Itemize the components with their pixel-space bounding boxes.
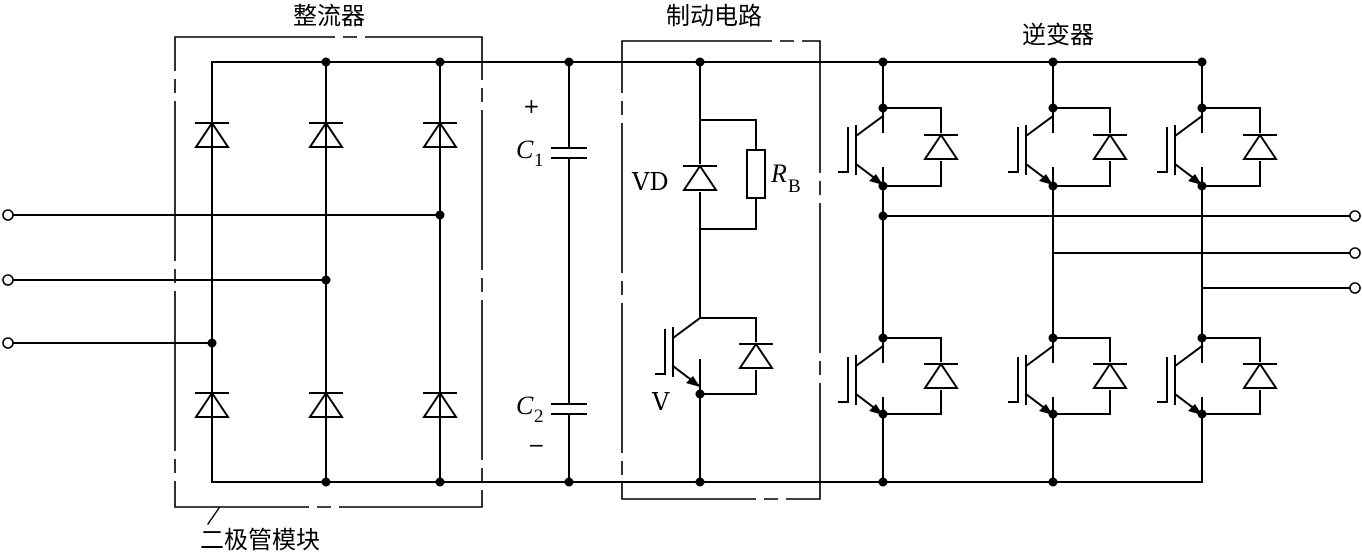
c2-subscript: 2	[534, 406, 544, 427]
junction-dot	[878, 477, 888, 487]
junction-dot	[1048, 477, 1058, 487]
junction-dot	[1048, 57, 1058, 67]
junction-dot	[1048, 333, 1058, 343]
output-terminal	[1349, 210, 1361, 222]
junction-dot	[878, 409, 888, 419]
igbt-icon	[1008, 115, 1054, 186]
igbt-icon	[838, 345, 884, 416]
junction-dot	[321, 57, 331, 67]
inverter-label: 逆变器	[1022, 21, 1094, 49]
junction-dot	[207, 338, 217, 348]
vd-label: VD	[631, 168, 669, 196]
junction-dot	[321, 275, 331, 285]
brake-circuit-block: 制动电路 VD R B V	[621, 2, 821, 500]
diode-mask	[1093, 133, 1127, 161]
junction-dot	[1197, 409, 1207, 419]
plus-sign: +	[523, 94, 540, 118]
igbt-icon	[1157, 345, 1203, 416]
brake-dashed-border	[621, 40, 821, 500]
junction-dot	[1197, 57, 1207, 67]
diode-mask	[924, 133, 958, 161]
junction-dot	[878, 103, 888, 113]
junction-dot	[321, 477, 331, 487]
capacitor-bank: + − C 1 C 2	[516, 57, 587, 487]
rectifier-label: 整流器	[293, 2, 365, 30]
resistor-rb	[746, 149, 766, 199]
junction-dot	[1197, 103, 1207, 113]
igbt-icon	[1008, 345, 1054, 416]
output-terminal	[1349, 282, 1361, 294]
junction-dot	[564, 477, 574, 487]
c2-label: C	[516, 391, 534, 420]
junction-dot	[435, 210, 445, 220]
junction-dot	[878, 181, 888, 191]
minus-sign: −	[528, 433, 545, 457]
junction-dot	[695, 477, 705, 487]
diode-mask	[924, 362, 958, 390]
junction-dot	[564, 57, 574, 67]
brake-circuit-label: 制动电路	[666, 2, 762, 30]
c1-label: C	[516, 135, 534, 164]
rectifier-block: 整流器 二极管模块	[2, 2, 1203, 552]
junction-dot	[878, 333, 888, 343]
input-terminal	[2, 337, 14, 349]
junction-dot	[1048, 409, 1058, 419]
output-terminal	[1349, 247, 1361, 259]
junction-dot	[1048, 103, 1058, 113]
junction-dot	[1048, 181, 1058, 191]
junction-dot	[1197, 181, 1207, 191]
rb-label: R	[770, 159, 787, 188]
input-terminal	[2, 209, 14, 221]
junction-dot	[695, 57, 705, 67]
v-label: V	[651, 388, 670, 416]
c1-subscript: 1	[534, 150, 544, 171]
junction-dot	[435, 477, 445, 487]
igbt-icon	[1157, 115, 1203, 186]
junction-dot	[695, 389, 705, 399]
input-terminal	[2, 274, 14, 286]
rb-subscript: B	[788, 176, 801, 197]
rectifier-dashed-border	[174, 36, 483, 508]
diode-mask	[1243, 133, 1277, 161]
diode-mask	[1093, 362, 1127, 390]
diode-module-label: 二极管模块	[200, 526, 320, 552]
module-leader-line	[207, 507, 220, 525]
junction-dot	[1197, 333, 1207, 343]
junction-dot	[878, 57, 888, 67]
junction-dot	[435, 57, 445, 67]
igbt-icon	[838, 115, 884, 186]
diode-mask	[1243, 362, 1277, 390]
inverter-block	[838, 57, 1277, 487]
transistor-icon	[655, 317, 701, 388]
